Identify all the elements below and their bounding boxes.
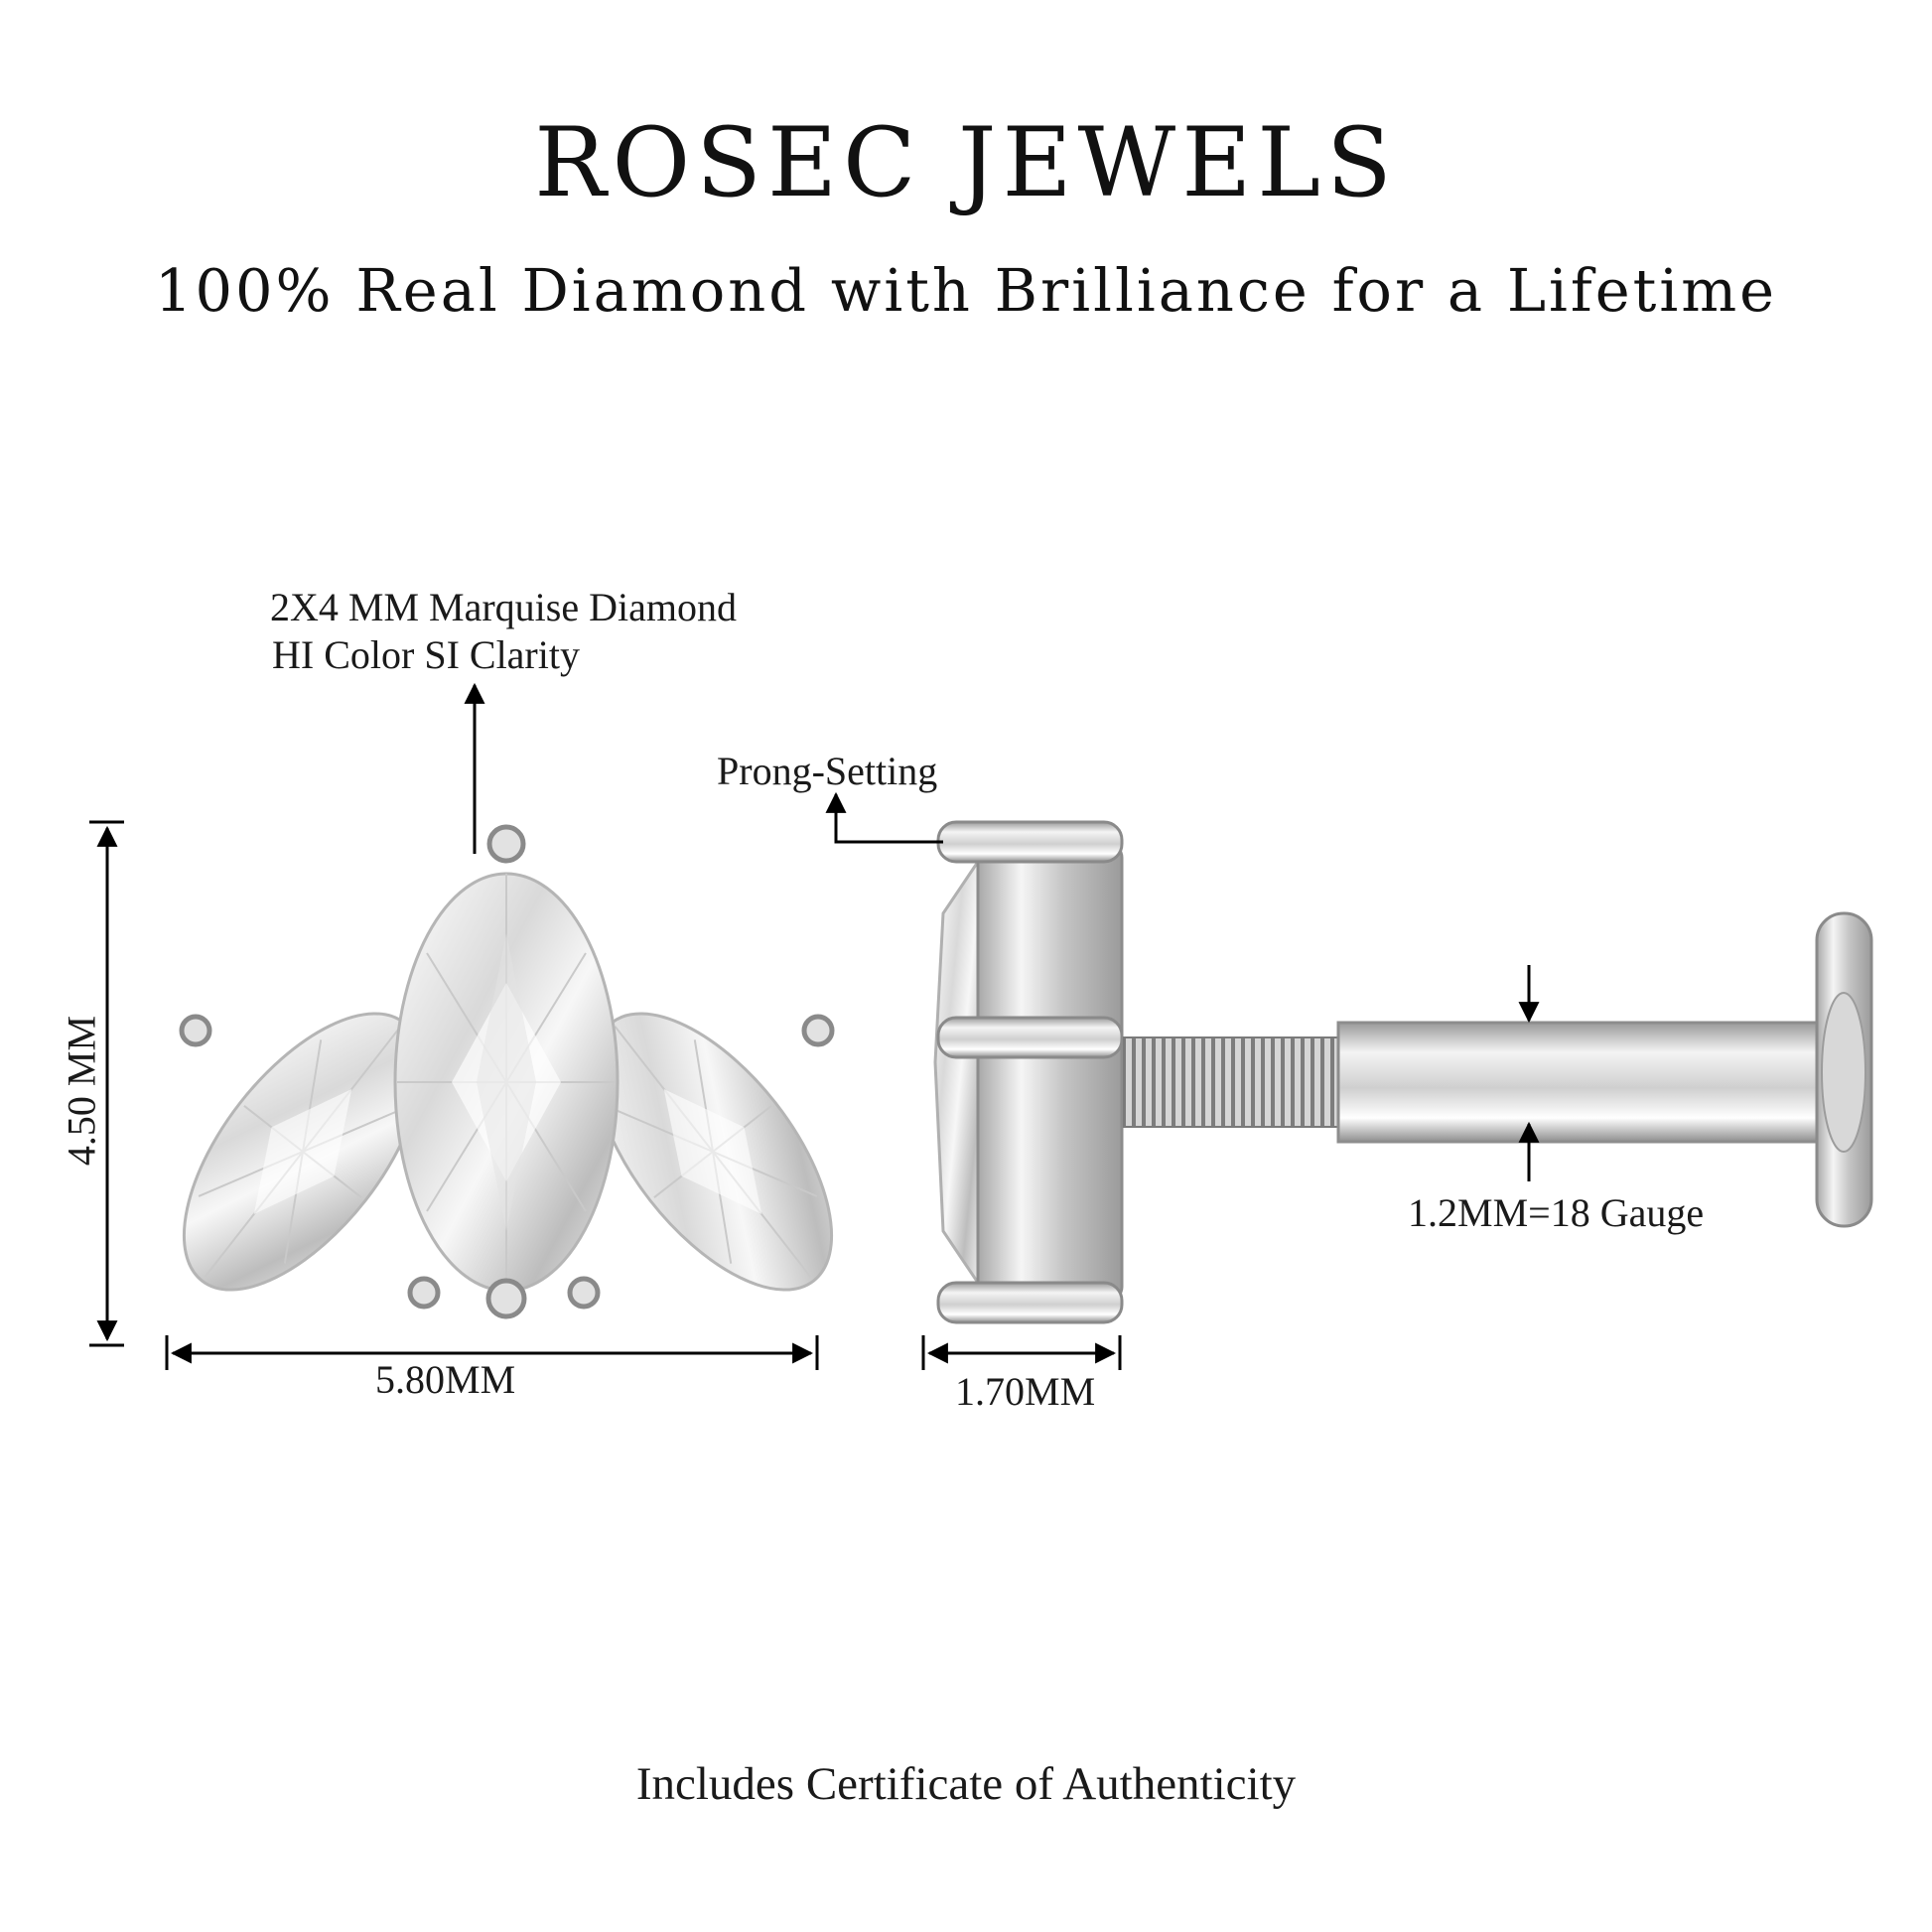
prong-top [936,820,1124,864]
side-diamond-profile [933,857,980,1288]
certificate-note: Includes Certificate of Authenticity [635,1758,1297,1810]
depth-dimension-label: 1.70MM [955,1369,1096,1414]
stone-spec-line1: 2X4 MM Marquise Diamond [270,585,737,629]
height-dimension-label: 4.50 MM [59,1015,104,1167]
brand-title: ROSEC JEWELS [534,107,1398,218]
width-dimension-label: 5.80MM [375,1357,516,1402]
side-view-earring [933,820,1873,1324]
prong-bottom [936,1281,1124,1324]
front-view-earring [179,824,835,1319]
dimension-lines [89,682,1540,1370]
threaded-screw [1123,1036,1343,1128]
prong-setting-label: Prong-Setting [717,749,938,793]
setting-body [976,842,1124,1303]
prong-middle [936,1016,1124,1059]
labret-post [1336,1021,1842,1144]
prong-beads [179,824,835,1319]
stone-spec-line2: HI Color SI Clarity [272,632,580,677]
center-marquise-diamond [393,872,620,1293]
gauge-label: 1.2MM=18 Gauge [1408,1190,1705,1235]
brand-tagline: 100% Real Diamond with Brilliance for a … [154,256,1778,325]
